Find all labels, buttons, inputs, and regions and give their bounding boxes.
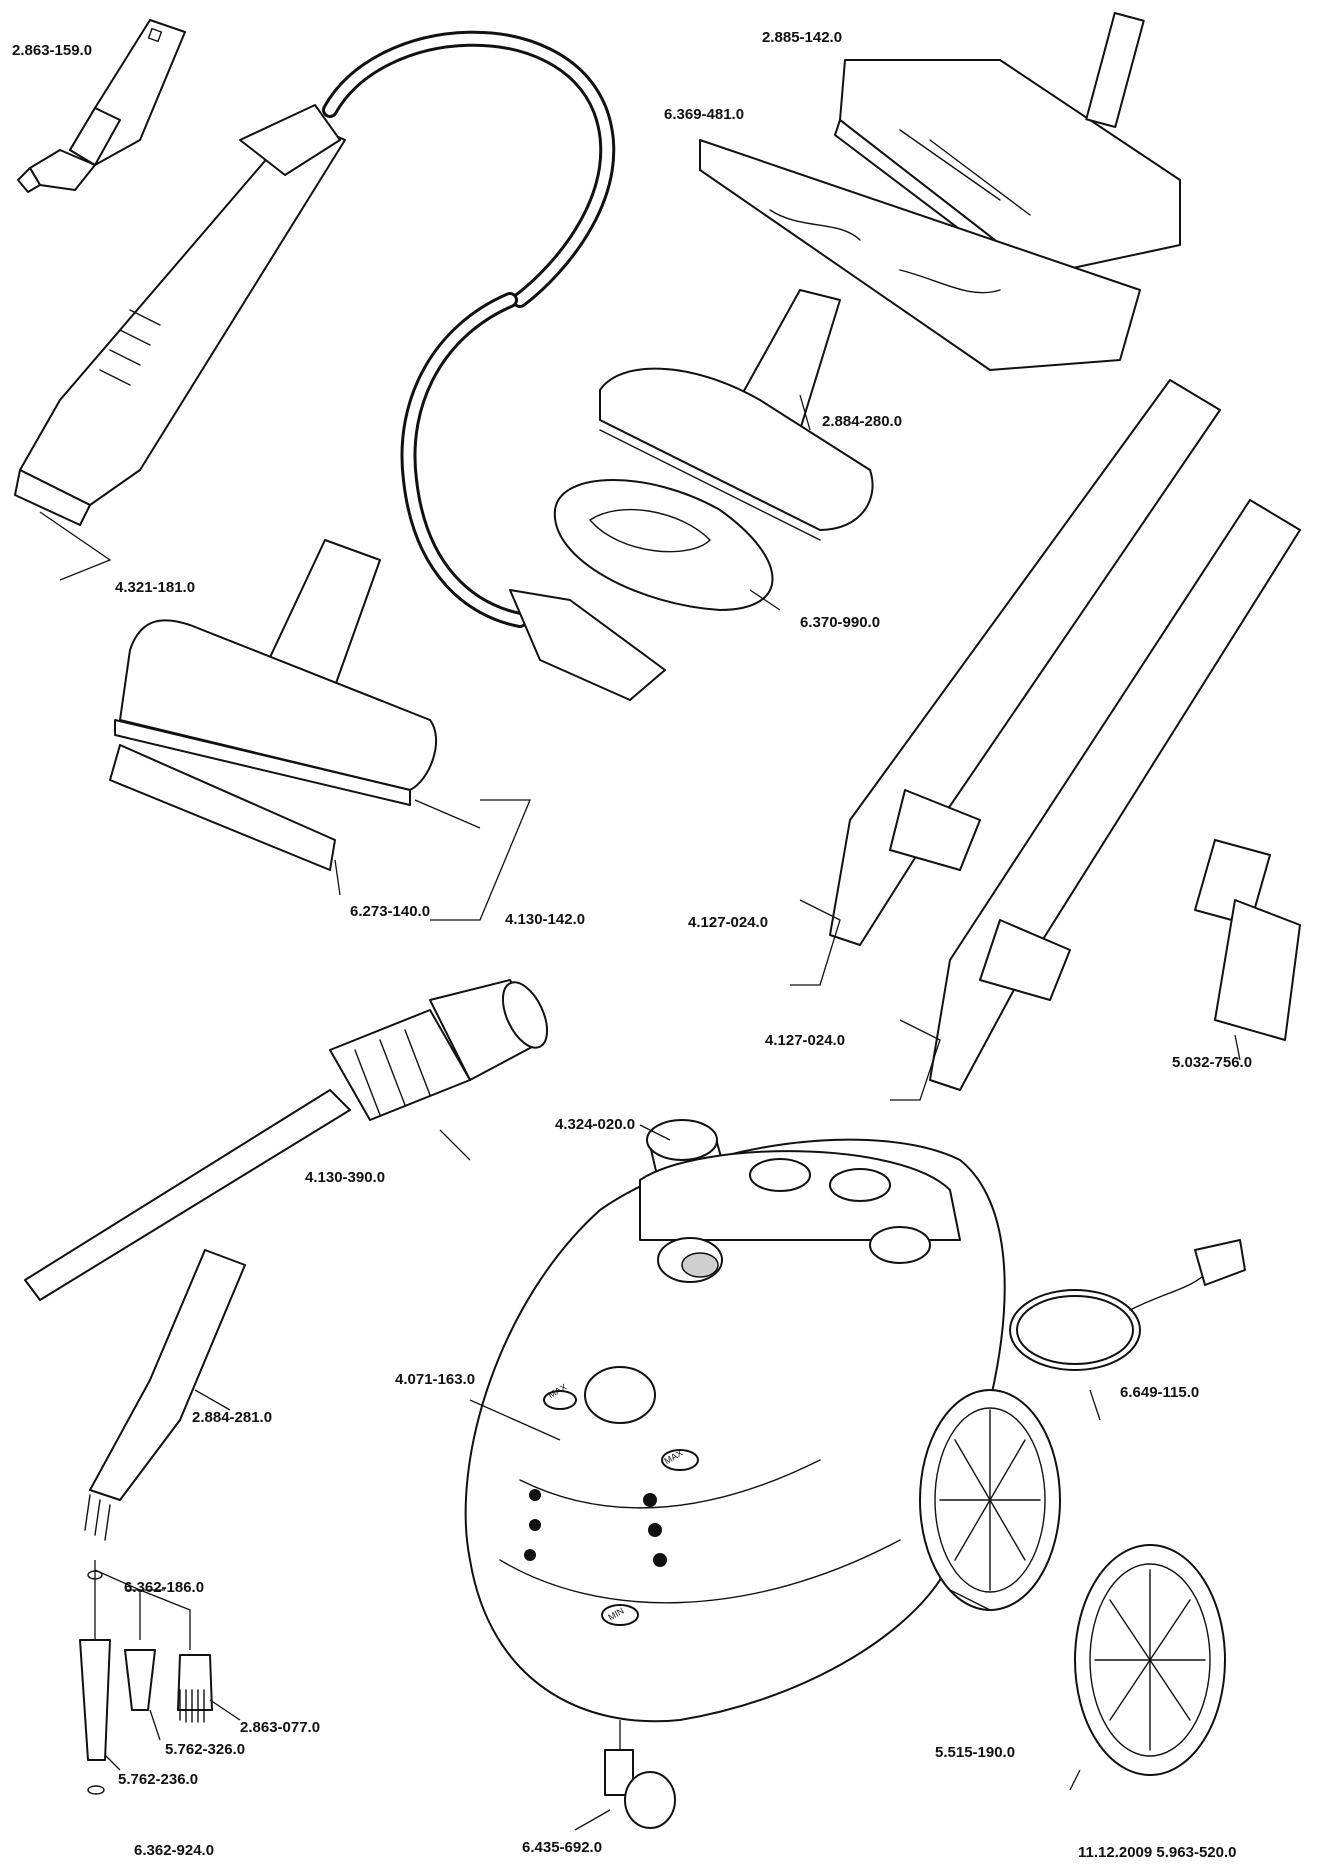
- part-number-6-370-990: 6.370-990.0: [800, 614, 881, 631]
- part-number-4-130-390: 4.130-390.0: [305, 1169, 386, 1186]
- drawing-date-and-number: 11.12.2009 5.963-520.0: [1078, 1844, 1237, 1861]
- part-number-5-762-326: 5.762-326.0: [165, 1741, 246, 1758]
- part-number-6-369-481: 6.369-481.0: [664, 106, 745, 123]
- part-number-2-863-159: 2.863-159.0: [12, 42, 93, 59]
- steam-gun-handle-drawing: [14, 104, 346, 526]
- part-number-6-362-186: 6.362-186.0: [124, 1579, 205, 1596]
- hand-brush-drawing: [553, 289, 874, 611]
- detail-nozzle-drawing: [17, 19, 186, 193]
- part-number-5-515-190: 5.515-190.0: [935, 1744, 1016, 1761]
- extension-tube-1-drawing: [790, 379, 1221, 986]
- accessory-bag-drawing: [1194, 839, 1301, 1041]
- extension-tube-2-drawing: [890, 499, 1301, 1101]
- leader-lines: [104, 394, 1241, 1831]
- part-number-4-130-142: 4.130-142.0: [505, 911, 586, 928]
- power-cord-drawing: [1009, 1239, 1246, 1371]
- floor-nozzle-drawing: [699, 11, 1181, 371]
- part-number-4-127-024-lower: 4.127-024.0: [765, 1032, 846, 1049]
- part-number-2-863-077: 2.863-077.0: [240, 1719, 321, 1736]
- part-number-4-071-163: 4.071-163.0: [395, 1371, 476, 1388]
- part-number-4-127-024-upper: 4.127-024.0: [688, 914, 769, 931]
- part-number-2-884-281: 2.884-281.0: [192, 1409, 273, 1426]
- wheel-drawing: [919, 1389, 1226, 1776]
- part-number-4-321-181: 4.321-181.0: [115, 579, 196, 596]
- angle-piece-drawing: [79, 1249, 246, 1795]
- part-number-5-032-756: 5.032-756.0: [1172, 1054, 1253, 1071]
- window-nozzle-drawing: [109, 539, 531, 921]
- castor-wheel-drawing: [604, 1720, 676, 1829]
- part-number-4-324-020: 4.324-020.0: [555, 1116, 636, 1133]
- spot-lance-drawing: [24, 979, 549, 1301]
- part-number-2-885-142: 2.885-142.0: [762, 29, 843, 46]
- part-number-6-435-692: 6.435-692.0: [522, 1839, 603, 1856]
- part-number-2-884-280: 2.884-280.0: [822, 413, 903, 430]
- part-number-5-762-236: 5.762-236.0: [118, 1771, 199, 1788]
- part-number-6-649-115: 6.649-115.0: [1120, 1384, 1200, 1401]
- part-number-6-273-140: 6.273-140.0: [350, 903, 431, 920]
- part-number-6-362-924: 6.362-924.0: [134, 1842, 215, 1859]
- steam-cleaner-body-drawing: [464, 1138, 1006, 1723]
